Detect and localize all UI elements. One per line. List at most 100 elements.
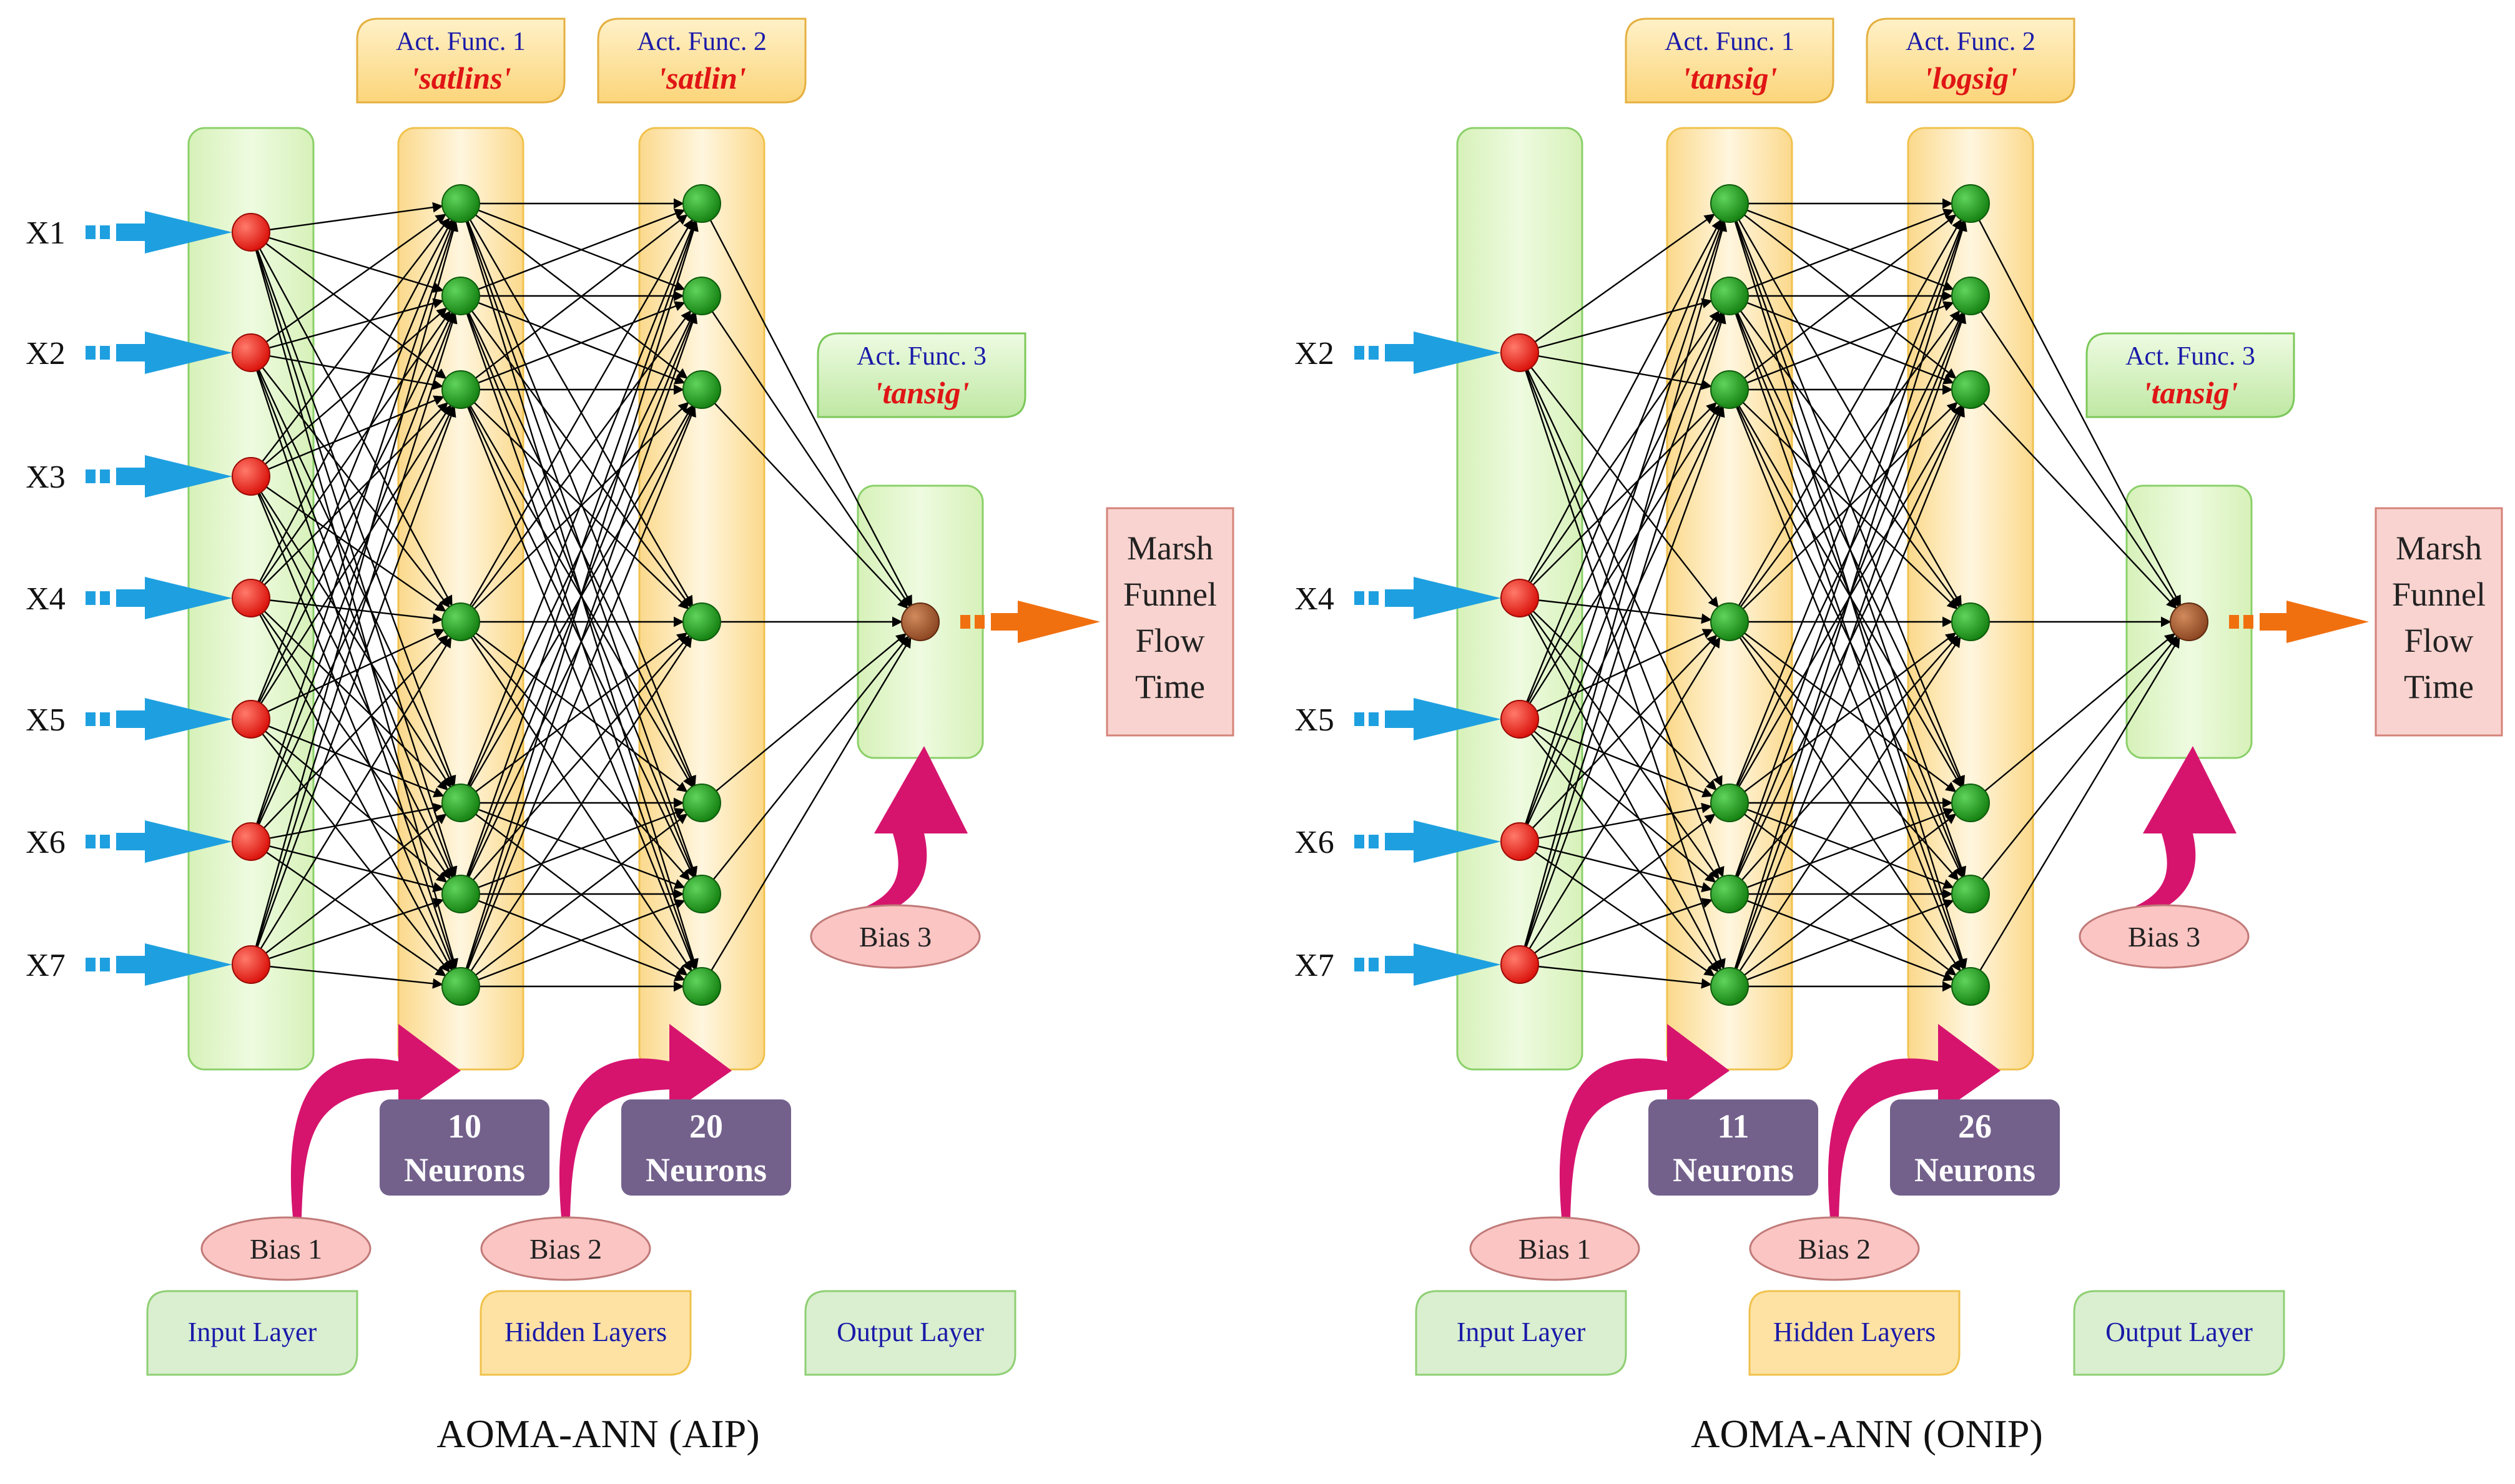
input-arrow [116,820,232,863]
connection-line [1728,389,1965,970]
connection-line [460,219,694,622]
connection-line [460,295,686,385]
output-arrow-dash [975,615,985,629]
output-neuron [2170,602,2208,641]
connection-line [1729,899,1954,988]
neuron-count-box-2 [1890,1099,2060,1196]
connection-line [460,636,692,987]
input-arrow-dash [1369,958,1379,971]
act-func-2-tag [1866,17,2075,104]
connections [250,198,913,992]
connection-line [250,202,443,233]
input-arrow [1385,698,1501,740]
connection-line [250,219,453,599]
connection-line [250,719,450,973]
connection-line [460,295,692,608]
connection-line [250,313,458,965]
connection-line [250,352,454,787]
connection-line [1728,295,1965,878]
connection-line [1969,203,2182,606]
input-arrow-dash [1369,712,1379,726]
connection-line [701,636,910,895]
connection-line [1728,312,1965,895]
connection-line [250,231,444,293]
input-label: X5 [26,702,66,738]
input-arrow-dash [1354,958,1364,971]
connection-line [1519,401,1717,599]
connection-line [250,232,453,607]
connection-line [1518,220,1728,965]
bias-3-arrow [837,746,968,924]
connection-line [250,352,450,608]
connection-line [460,209,686,297]
input-label: X3 [26,459,66,495]
connection-line [1728,219,1962,622]
connection-line [1970,636,2178,895]
connection-line [1729,203,1957,379]
bias-2-arrow [1828,1024,2001,1217]
act-func-1-name: 'tansig' [1682,61,1778,96]
connection-line [1728,389,1964,878]
connection-line [460,220,699,987]
hidden-neuron-1 [441,967,480,1006]
connection-line [460,632,688,803]
connection-line [1728,312,1967,987]
hidden-neuron-2 [682,784,721,822]
connection-line [250,802,444,843]
connection-line [250,963,443,989]
hidden-neuron-1 [1710,184,1749,223]
bias-3-label: Bias 3 [2128,921,2200,953]
connection-line [250,898,445,966]
hidden-layer-1-band [397,127,524,1071]
connection-line [1729,202,1954,291]
hidden-neuron-1 [1710,967,1749,1006]
bias-2-ellipse [480,1216,651,1281]
input-arrow-dash [1354,346,1364,360]
input-arrow [116,211,232,253]
bias-1-arrow [1559,1024,1730,1217]
neuron-count-number: 26 [1958,1108,1992,1145]
connection-line [1518,312,1725,842]
connection-line [1729,813,1957,987]
input-arrow-dash [1354,712,1364,726]
connection-line [1519,351,1713,390]
input-arrow-dash [86,225,96,239]
act-func-3-name: 'tansig' [874,375,970,410]
connection-line [1728,389,1962,788]
connection-line [1519,898,1713,966]
hidden-layer-2-band [1907,127,2034,1071]
input-label: X6 [1294,825,1334,860]
bias-1-label: Bias 1 [1518,1233,1591,1265]
input-label: X1 [26,215,66,251]
connection-line [460,405,693,803]
input-label: X7 [26,948,66,983]
act-func-3-name: 'tansig' [2143,375,2238,410]
hidden-neuron-2 [1951,370,1990,409]
hidden-layer-1-band [1666,127,1793,1071]
neuron-count-box-1 [380,1099,549,1196]
connection-line [701,203,913,606]
connection-line [250,217,450,477]
input-arrow-dash [1354,835,1364,848]
connection-line [1518,352,1723,787]
input-arrow-dash [1369,591,1379,605]
input-neuron [232,213,270,252]
connection-line [1970,633,2176,803]
input-arrow [1385,943,1501,986]
output-arrow [991,601,1100,643]
input-neuron [232,822,270,861]
connection-line [1519,597,1712,624]
connection-line [250,813,447,965]
hidden-neuron-2 [682,277,721,315]
output-neuron [901,602,940,641]
connection-line [1728,295,1964,787]
input-arrow [116,698,232,740]
bias-2-label: Bias 2 [1798,1233,1871,1265]
input-label: X5 [1294,702,1334,738]
connection-line [250,232,447,380]
neuron-count-label: Neurons [646,1151,767,1189]
panel-title: AOMA-ANN (ONIP) [1691,1412,2043,1456]
connection-line [1729,635,1959,895]
input-arrow [116,943,232,986]
